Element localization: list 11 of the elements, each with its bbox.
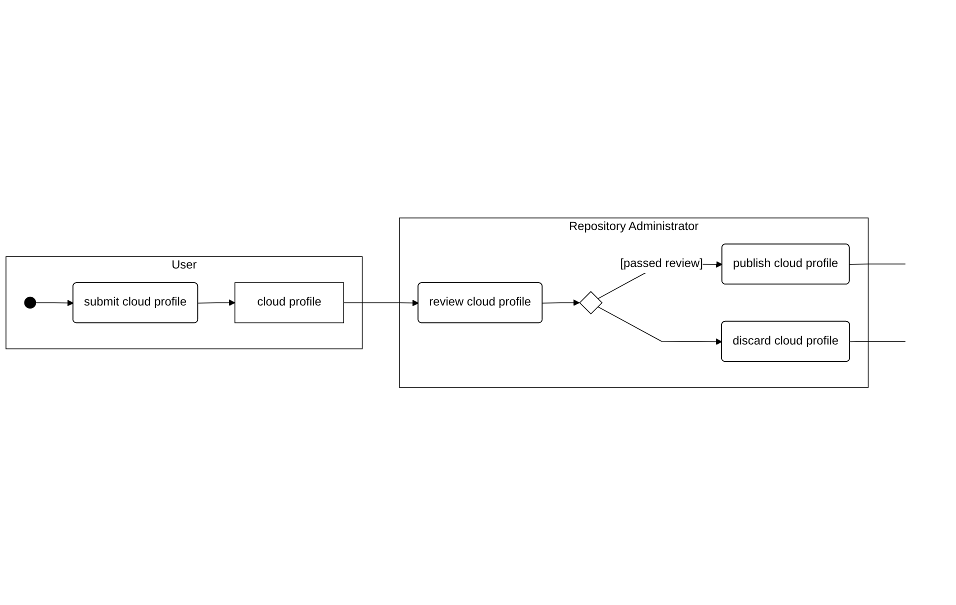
arrow xyxy=(35,299,74,306)
node-diamond xyxy=(579,290,603,314)
node-circle xyxy=(24,296,36,308)
arrow xyxy=(343,299,419,306)
connector xyxy=(849,263,906,265)
edge-label: [passed review] xyxy=(620,257,703,270)
node-box: cloud profile xyxy=(234,282,344,323)
arrow xyxy=(597,306,722,345)
arrow xyxy=(542,299,580,306)
arrow xyxy=(198,299,236,306)
connector xyxy=(850,340,906,342)
